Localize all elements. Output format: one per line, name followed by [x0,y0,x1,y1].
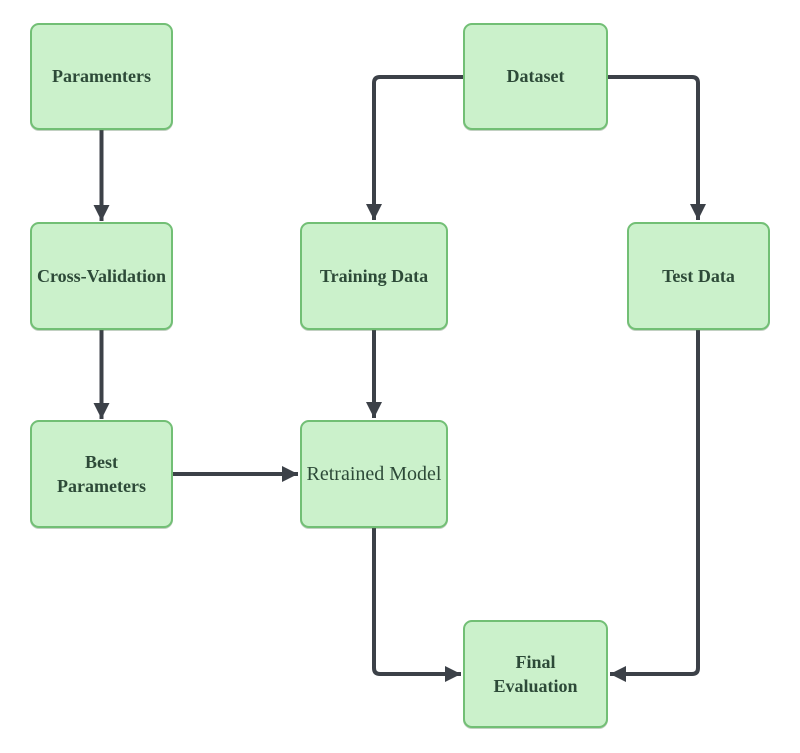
node-training-data: Training Data [300,222,448,330]
node-parameters: Paramenters [30,23,173,130]
node-parameters-label: Paramenters [52,66,151,87]
edge-dataset-to-test-data [608,75,706,220]
node-final-evaluation-label: Final Evaluation [493,651,578,696]
node-retrained-model-label: Retrained Model [306,462,442,485]
node-best-parameters: Best Parameters [30,420,173,528]
node-dataset: Dataset [463,23,608,130]
node-dataset-label: Dataset [506,66,565,87]
node-test-data: Test Data [627,222,770,330]
node-cross-validation: Cross-Validation [30,222,173,330]
edge-test-data-to-final-evaluation [610,330,700,682]
node-retrained-model: Retrained Model [300,420,448,528]
node-final-evaluation: Final Evaluation [463,620,608,728]
node-training-data-label: Training Data [319,265,429,286]
node-test-data-label: Test Data [662,265,735,286]
node-best-parameters-label: Best Parameters [57,451,146,496]
node-cross-validation-label: Cross-Validation [36,265,167,286]
edge-retrained-model-to-final-evaluation [372,528,461,682]
edge-dataset-to-training-data [366,75,463,220]
